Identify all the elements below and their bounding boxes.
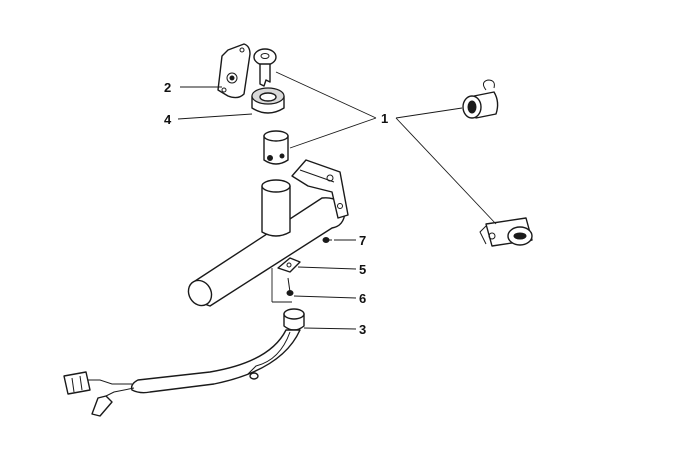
leader-lines bbox=[177, 71, 497, 330]
column-bracket bbox=[291, 159, 349, 219]
cover-plate bbox=[217, 43, 251, 99]
mounting-bolt bbox=[286, 277, 294, 296]
lock-housing bbox=[263, 130, 289, 165]
callout-1: 1 bbox=[381, 111, 388, 126]
callout-4: 4 bbox=[164, 112, 172, 127]
column-sleeve bbox=[261, 179, 291, 237]
alignment-lines bbox=[271, 268, 292, 303]
clamp-bracket bbox=[277, 257, 301, 273]
trunk-lock-cylinder bbox=[479, 217, 533, 247]
callout-7: 7 bbox=[359, 233, 366, 248]
ignition-key bbox=[253, 48, 277, 87]
callout-3: 3 bbox=[359, 322, 366, 337]
callout-6: 6 bbox=[359, 291, 366, 306]
small-screw bbox=[322, 237, 332, 243]
callout-2: 2 bbox=[164, 80, 171, 95]
lock-ring bbox=[251, 87, 285, 114]
door-lock-cylinder bbox=[462, 79, 499, 119]
callout-5: 5 bbox=[359, 262, 366, 277]
ignition-switch-harness bbox=[63, 308, 305, 417]
